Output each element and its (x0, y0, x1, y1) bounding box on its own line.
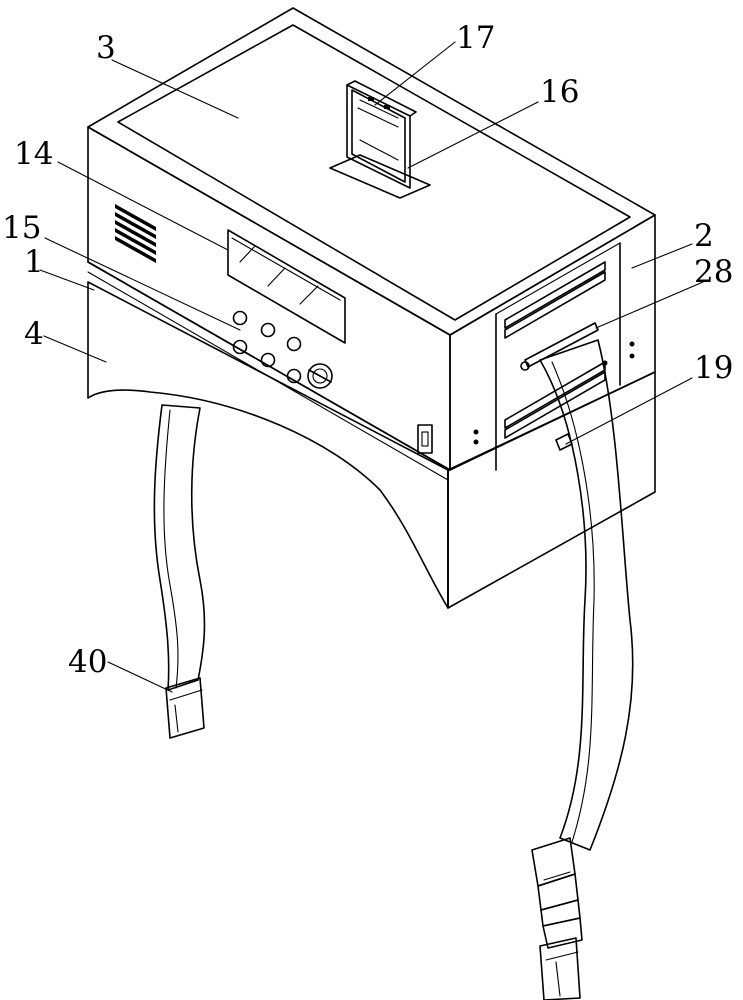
callout-16: 16 (540, 74, 579, 110)
control-panel (115, 204, 479, 454)
front-panel (504, 261, 635, 451)
vent-grille-left (115, 204, 156, 263)
vent-slots-upper (504, 261, 606, 339)
button[interactable] (260, 352, 276, 368)
callout-14: 14 (14, 136, 53, 172)
callout-labels: 3 17 16 14 15 1 4 2 28 19 40 (2, 20, 733, 680)
display-screen (227, 229, 346, 344)
right-strap-buckle (531, 837, 583, 1000)
button-array (232, 310, 302, 384)
callout-3: 3 (96, 30, 116, 66)
button[interactable] (232, 339, 248, 355)
housing-front-face (449, 214, 656, 471)
callout-2: 2 (694, 218, 714, 254)
strap-mount-bar (520, 322, 599, 371)
mesh-top-panel (117, 24, 631, 321)
indicator-dots-right (602, 341, 635, 366)
handle-assembly (329, 80, 431, 199)
callout-4: 4 (24, 316, 44, 352)
base-left-face (87, 281, 449, 609)
left-strap (153, 404, 206, 739)
callout-1: 1 (24, 244, 44, 280)
button[interactable] (260, 322, 276, 338)
vent-slots-lower (504, 361, 606, 439)
button[interactable] (286, 336, 302, 352)
callout-40: 40 (68, 644, 107, 680)
side-switch[interactable] (417, 424, 433, 454)
housing-top-rim (87, 7, 656, 336)
callout-28: 28 (694, 254, 733, 290)
left-strap-end-clip (165, 677, 205, 739)
callout-19: 19 (694, 350, 733, 386)
base-front-face (447, 371, 656, 609)
callout-15: 15 (2, 210, 41, 246)
rotary-knob[interactable] (307, 363, 333, 389)
callout-17: 17 (456, 20, 495, 56)
indicator-dots-left (473, 429, 479, 445)
handle-base-plate (329, 154, 431, 199)
right-strap (531, 339, 634, 1000)
button[interactable] (286, 368, 302, 384)
leader-lines (39, 41, 704, 693)
button[interactable] (232, 310, 248, 326)
